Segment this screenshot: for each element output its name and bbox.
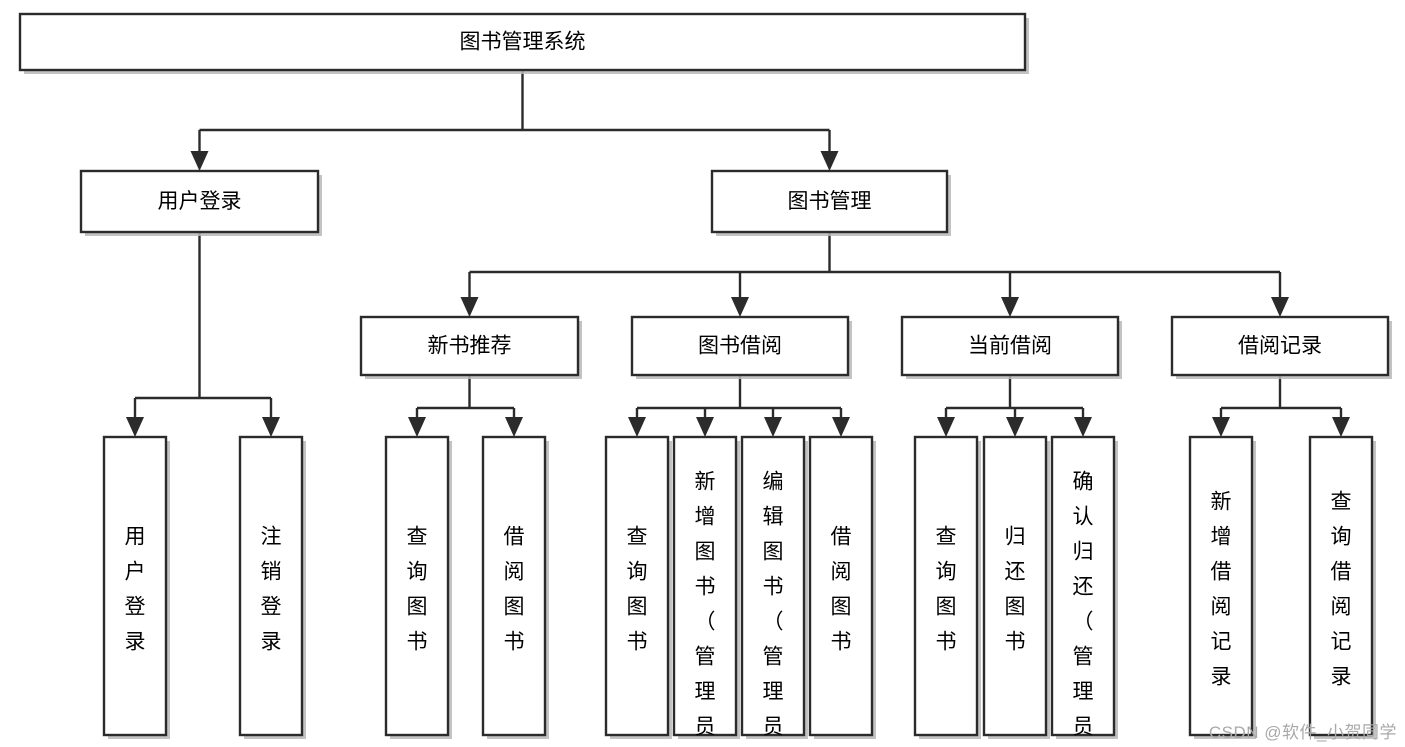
watermark-text: CSDN @软件_小贺同学 xyxy=(1208,723,1397,742)
node-box[interactable] xyxy=(710,169,949,234)
node-label: 编辑图书（管理员） xyxy=(763,470,784,747)
node-box[interactable] xyxy=(740,435,806,737)
arrow-head-icon xyxy=(1001,297,1019,317)
arrow-head-icon xyxy=(190,151,209,171)
arrow-head-icon xyxy=(126,417,144,437)
node-label: 图书管理 xyxy=(788,190,872,213)
node-box[interactable] xyxy=(630,315,850,377)
arrow-head-icon xyxy=(731,297,749,317)
node-label: 确认归还（管理员） xyxy=(1073,470,1094,747)
node-box[interactable] xyxy=(1308,435,1374,737)
connector-layer xyxy=(126,70,1350,437)
node-leaf-query-book-3[interactable]: 查询图书 xyxy=(913,435,981,739)
node-label: 图书借阅 xyxy=(698,335,782,358)
node-box[interactable] xyxy=(18,12,1027,72)
node-box[interactable] xyxy=(384,435,450,737)
node-label: 用户登录 xyxy=(158,190,242,213)
node-leaf-query-book-2[interactable]: 查询图书 xyxy=(604,435,672,739)
node-new-book-recommend[interactable]: 新书推荐 xyxy=(359,315,582,379)
node-label: 查询图书 xyxy=(627,525,648,653)
node-box[interactable] xyxy=(604,435,670,737)
node-box[interactable] xyxy=(359,315,580,377)
node-label: 借阅图书 xyxy=(504,525,525,653)
node-label: 注销登录 xyxy=(261,525,282,653)
arrow-head-icon xyxy=(460,297,479,317)
node-leaf-borrow-book-2[interactable]: 借阅图书 xyxy=(808,435,876,739)
node-leaf-edit-book[interactable]: 编辑图书（管理员） xyxy=(740,435,808,747)
node-box[interactable] xyxy=(1188,435,1254,737)
arrow-head-icon xyxy=(505,417,523,437)
arrow-head-icon xyxy=(1212,417,1230,437)
node-book-management[interactable]: 图书管理 xyxy=(710,169,951,236)
node-leaf-query-record[interactable]: 查询借阅记录 xyxy=(1308,435,1376,739)
node-leaf-logout[interactable]: 注销登录 xyxy=(238,435,306,739)
node-box[interactable] xyxy=(79,169,320,234)
arrow-head-icon xyxy=(1271,297,1289,317)
node-borrow-record[interactable]: 借阅记录 xyxy=(1170,315,1392,379)
node-label: 图书管理系统 xyxy=(460,31,586,54)
arrow-head-icon xyxy=(1006,417,1024,437)
arrow-head-icon xyxy=(696,417,714,437)
node-leaf-borrow-book-1[interactable]: 借阅图书 xyxy=(481,435,549,739)
node-box[interactable] xyxy=(238,435,304,737)
node-label: 用户登录 xyxy=(125,525,146,653)
node-label: 新书推荐 xyxy=(428,335,512,358)
node-root[interactable]: 图书管理系统 xyxy=(18,12,1029,74)
node-leaf-query-book-1[interactable]: 查询图书 xyxy=(384,435,452,739)
node-leaf-user-login[interactable]: 用户登录 xyxy=(102,435,170,739)
arrow-head-icon xyxy=(937,417,955,437)
arrow-head-icon xyxy=(832,417,850,437)
node-label: 新增图书（管理员） xyxy=(695,470,716,747)
node-leaf-return-book[interactable]: 归还图书 xyxy=(982,435,1050,739)
node-box[interactable] xyxy=(672,435,738,737)
arrow-head-icon xyxy=(764,417,782,437)
node-current-borrow[interactable]: 当前借阅 xyxy=(900,315,1122,379)
node-label: 当前借阅 xyxy=(968,335,1052,358)
node-label: 查询图书 xyxy=(936,525,957,653)
node-label: 查询借阅记录 xyxy=(1331,490,1352,688)
node-book-borrow[interactable]: 图书借阅 xyxy=(630,315,852,379)
node-user-login[interactable]: 用户登录 xyxy=(79,169,322,236)
node-box[interactable] xyxy=(808,435,874,737)
arrow-head-icon xyxy=(408,417,426,437)
arrow-head-icon xyxy=(262,417,280,437)
arrow-head-icon xyxy=(1074,417,1092,437)
node-box[interactable] xyxy=(1170,315,1390,377)
node-box[interactable] xyxy=(1050,435,1116,737)
node-box[interactable] xyxy=(900,315,1120,377)
node-label: 借阅记录 xyxy=(1238,335,1322,358)
arrow-head-icon xyxy=(1332,417,1350,437)
node-label: 借阅图书 xyxy=(831,525,852,653)
node-box[interactable] xyxy=(102,435,168,737)
node-box[interactable] xyxy=(481,435,547,737)
node-label: 归还图书 xyxy=(1005,525,1026,653)
node-leaf-add-record[interactable]: 新增借阅记录 xyxy=(1188,435,1256,739)
arrow-head-icon xyxy=(820,151,839,171)
node-layer: 图书管理系统用户登录图书管理新书推荐图书借阅当前借阅借阅记录用户登录注销登录查询… xyxy=(18,12,1392,747)
node-label: 查询图书 xyxy=(407,525,428,653)
node-leaf-add-book[interactable]: 新增图书（管理员） xyxy=(672,435,740,747)
arrow-head-icon xyxy=(628,417,646,437)
node-leaf-confirm-return[interactable]: 确认归还（管理员） xyxy=(1050,435,1118,747)
node-label: 新增借阅记录 xyxy=(1211,490,1232,688)
node-box[interactable] xyxy=(913,435,979,737)
node-box[interactable] xyxy=(982,435,1048,737)
